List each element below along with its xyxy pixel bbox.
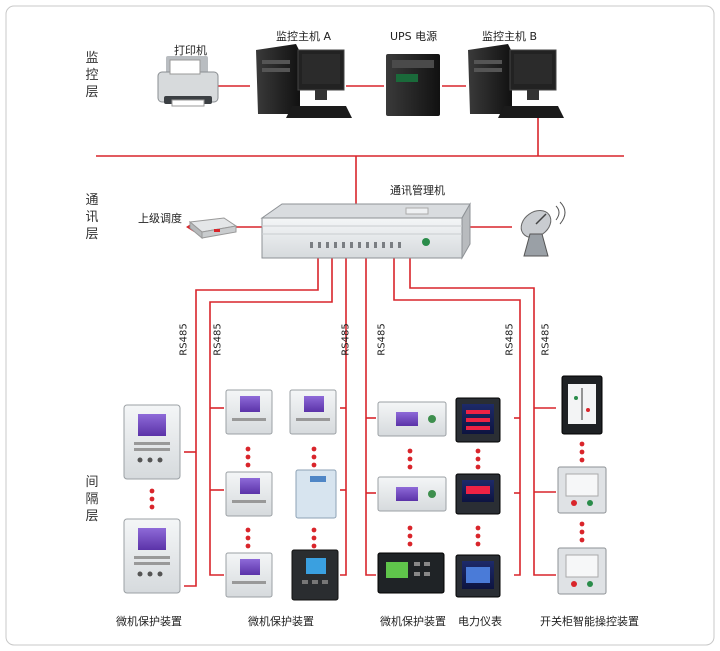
printer-icon [157,56,219,107]
layer-label-bay: 间隔层 [85,475,99,524]
comm-manager-icon [260,202,471,260]
rs485-label-6: RS485 [540,323,552,356]
protection-device-blue [295,469,337,519]
bottom-label-group5: 开关柜智能操控装置 [540,615,639,628]
rs485-label-3: RS485 [340,323,352,356]
host-b-computer-icon [468,44,564,118]
satellite-dish-icon [520,201,566,257]
bottom-label-group1: 微机保护装置 [116,615,182,628]
switchgear-controller-2 [557,466,607,514]
protection-device-wide-2 [377,476,447,512]
protection-device-small-2 [225,471,273,517]
layer-label-monitor: 监控层 [85,51,99,100]
ups-label: UPS 电源 [390,30,438,43]
outer-frame [5,5,715,646]
printer-label: 打印机 [174,44,207,57]
rs485-label-4: RS485 [376,323,388,356]
bottom-label-group3: 微机保护装置 [380,615,446,628]
dispatch-switch-icon [188,217,238,240]
host-a-computer-icon [256,44,352,118]
rs485-label-1: RS485 [178,323,190,356]
protection-device-small-3 [225,552,273,598]
protection-device-small-4 [289,389,337,435]
ellipsis-dots [149,441,585,549]
layer-label-comm: 通讯层 [85,193,99,242]
protection-device-large-2 [123,518,181,594]
bottom-label-group2: 微机保护装置 [248,615,314,628]
rs485-label-2: RS485 [212,323,224,356]
protection-device-dark [291,549,339,601]
bottom-label-group4: 电力仪表 [458,615,502,628]
power-meter-2 [455,473,501,515]
comm-manager-label: 通讯管理机 [390,184,445,197]
ups-icon [386,54,440,116]
upper-dispatch-label: 上级调度 [138,212,182,225]
protection-device-large-1 [123,404,181,480]
protection-device-wide-3 [377,552,445,594]
power-meter-3 [455,554,501,598]
rs485-label-5: RS485 [504,323,516,356]
connection-lines [96,85,624,587]
switchgear-controller-3 [557,547,607,595]
power-meter-1 [455,397,501,443]
protection-device-wide-1 [377,401,447,437]
switchgear-controller-1 [561,375,603,435]
protection-device-small-1 [225,389,273,435]
host-a-label: 监控主机 A [276,30,332,43]
host-b-label: 监控主机 B [482,30,538,43]
